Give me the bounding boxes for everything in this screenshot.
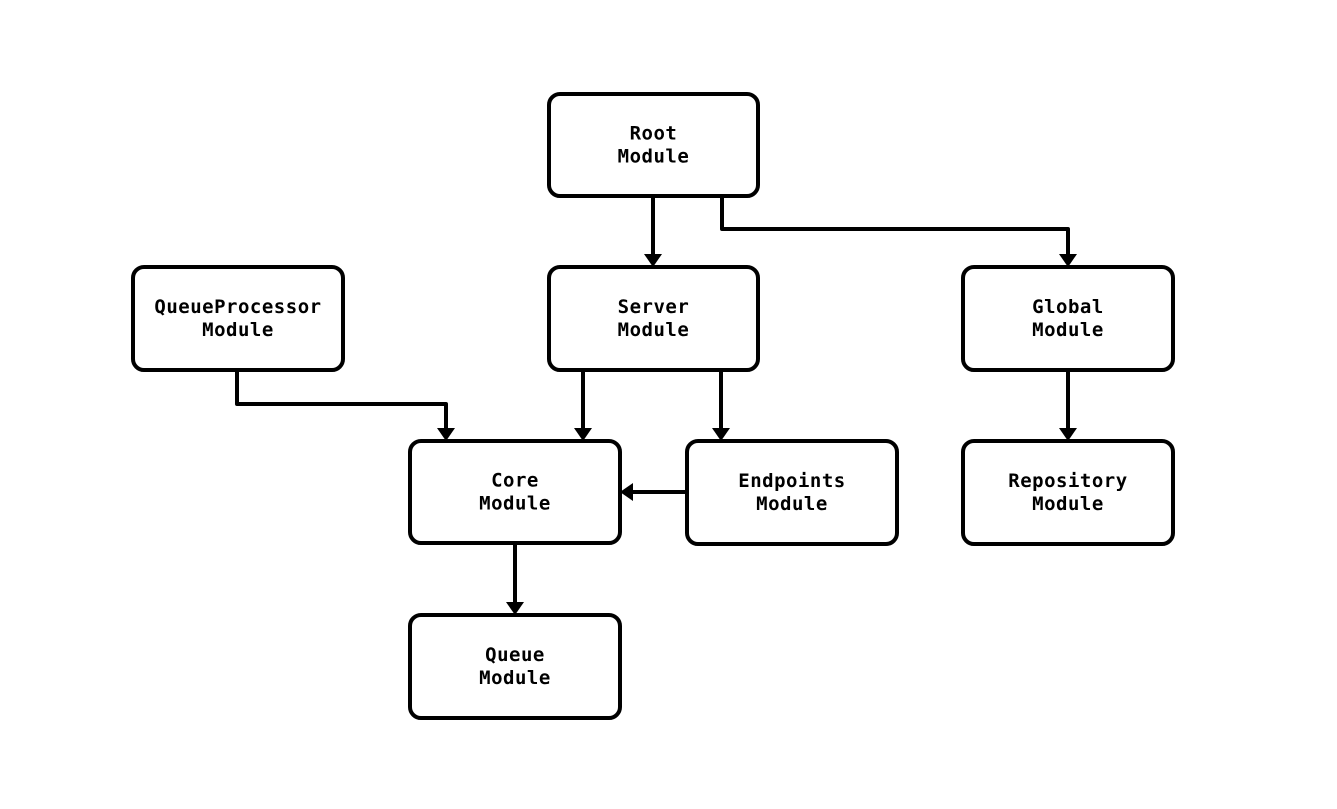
node-label-line1: Global <box>1032 296 1104 318</box>
node-box[interactable] <box>685 439 899 546</box>
edge-line <box>720 196 1070 258</box>
edge-global-to-repository <box>1059 370 1077 441</box>
arrow-head-icon <box>712 428 730 441</box>
node-label-line1: Repository <box>1008 470 1127 492</box>
edges-layer <box>235 196 1077 615</box>
node-label-line1: Endpoints <box>738 470 845 492</box>
node-box[interactable] <box>131 265 345 372</box>
edge-queueprocessor-to-core <box>235 370 455 441</box>
node-box[interactable] <box>408 439 622 545</box>
node-box[interactable] <box>408 613 622 720</box>
node-label-line2: Module <box>756 493 828 515</box>
arrow-head-icon <box>620 483 633 501</box>
node-box[interactable] <box>547 92 760 198</box>
edge-root-to-server <box>644 196 662 267</box>
node-label-line2: Module <box>479 667 551 689</box>
arrow-head-icon <box>644 254 662 267</box>
node-label-line2: Module <box>1032 319 1104 341</box>
node-box[interactable] <box>961 439 1175 546</box>
node-label-line1: Core <box>491 470 539 492</box>
node-label-line2: Module <box>202 319 274 341</box>
edge-line <box>235 370 448 432</box>
node-label-line1: Server <box>618 296 690 318</box>
node-label-line1: QueueProcessor <box>154 296 321 318</box>
edge-core-to-queue <box>506 543 524 615</box>
edge-server-to-endpoints <box>712 370 730 441</box>
node-label-line2: Module <box>618 146 690 168</box>
node-label-line2: Module <box>1032 493 1104 515</box>
nodes-layer: RootModuleQueueProcessorModuleServerModu… <box>131 92 1175 720</box>
edge-server-to-core <box>574 370 592 441</box>
arrow-head-icon <box>574 428 592 441</box>
node-box[interactable] <box>961 265 1175 372</box>
node-box[interactable] <box>547 265 760 372</box>
edge-root-to-global <box>720 196 1077 267</box>
arrow-head-icon <box>437 428 455 441</box>
arrow-head-icon <box>1059 428 1077 441</box>
node-label-line1: Root <box>630 123 678 145</box>
arrow-head-icon <box>1059 254 1077 267</box>
node-label-line1: Queue <box>485 644 545 666</box>
node-label-line2: Module <box>479 493 551 515</box>
node-label-line2: Module <box>618 319 690 341</box>
arrow-head-icon <box>506 602 524 615</box>
edge-endpoints-to-core <box>620 483 687 501</box>
